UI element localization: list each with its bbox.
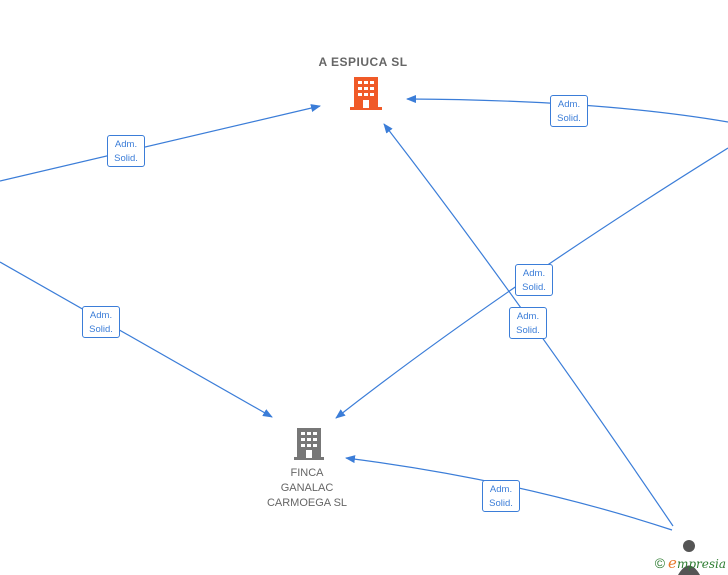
role-badge-line1: Adm.	[557, 99, 581, 110]
edge-left-to-espiuca	[0, 104, 321, 182]
building-icon-finca	[294, 428, 324, 460]
role-badge-line1: Adm.	[489, 484, 513, 495]
company-node-espiuca[interactable]: A ESPIUCA SL	[293, 55, 433, 69]
brand-name: mpresia	[676, 557, 726, 571]
brand-initial: e	[668, 554, 677, 572]
company-node-finca[interactable]: FINCA GANALAC CARMOEGA SL	[247, 466, 367, 511]
company-name-finca-line1: FINCA	[290, 467, 324, 479]
company-name-finca-line3: CARMOEGA SL	[266, 497, 348, 509]
role-badge-line2: Solid.	[516, 325, 540, 336]
role-badge-left-finca[interactable]: Adm. Solid.	[82, 306, 120, 338]
role-badge-line2: Solid.	[522, 282, 546, 293]
copyright-icon: ©	[654, 555, 666, 571]
empresia-watermark: ©empresia	[655, 554, 726, 572]
role-badge-line1: Adm.	[89, 310, 113, 321]
company-name-espiuca: A ESPIUCA SL	[318, 55, 408, 69]
role-badge-line1: Adm.	[522, 268, 546, 279]
role-badge-line1: Adm.	[516, 311, 540, 322]
person-node-partial	[683, 540, 695, 552]
role-badge-line2: Solid.	[114, 153, 138, 164]
role-badge-line2: Solid.	[489, 498, 513, 509]
role-badge-left-espiuca[interactable]: Adm. Solid.	[107, 135, 145, 167]
role-badge-right-finca[interactable]: Adm. Solid.	[515, 264, 553, 296]
role-badge-right-espiuca[interactable]: Adm. Solid.	[550, 95, 588, 127]
role-badge-bottom-espiuca[interactable]: Adm. Solid.	[509, 307, 547, 339]
edge-left-to-finca	[0, 261, 273, 418]
role-badge-line2: Solid.	[89, 324, 113, 335]
role-badge-bottom-finca[interactable]: Adm. Solid.	[482, 480, 520, 512]
building-icon-espiuca	[350, 77, 382, 110]
role-badge-line1: Adm.	[114, 139, 138, 150]
company-name-finca-line2: GANALAC	[280, 482, 334, 494]
role-badge-line2: Solid.	[557, 113, 581, 124]
